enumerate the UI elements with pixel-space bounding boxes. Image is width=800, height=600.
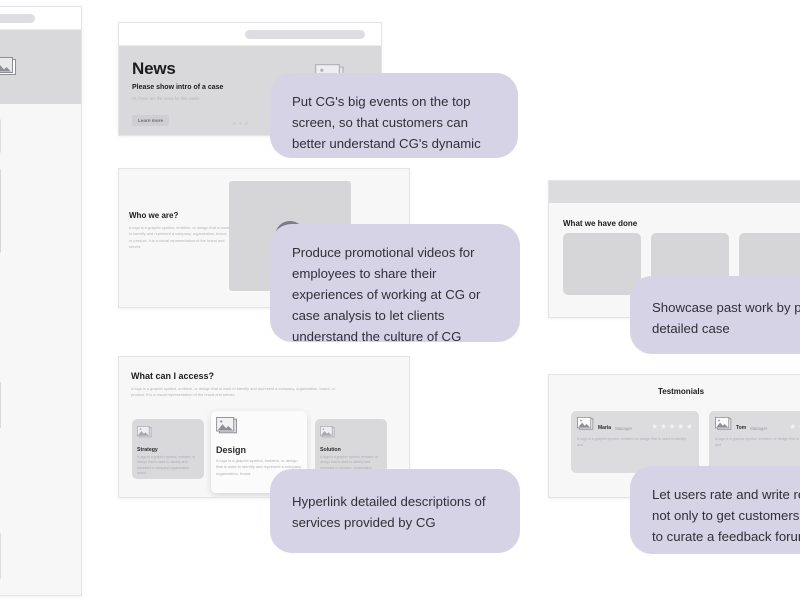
annotation-text: Hyperlink detailed descriptions of servi…: [292, 494, 486, 530]
left-blurb-block: …………… ne gutwhat, and …………… ws.CG builds…: [0, 116, 1, 156]
left-testimonial-card[interactable]: Tom Manager ★ ★ ★ ★ ★ A logo is a graphi…: [0, 530, 1, 582]
star-icon: ★: [659, 422, 667, 431]
address-bar-pill[interactable]: [0, 13, 36, 23]
service-card-body: A logo is a graphic symbol, emblem, or d…: [216, 458, 302, 476]
testimonial-role: Manager: [615, 426, 633, 431]
star-icon: ★: [685, 422, 693, 431]
star-icon: ★: [651, 422, 659, 431]
annotation-services-note[interactable]: Hyperlink detailed descriptions of servi…: [270, 469, 520, 553]
services-title: What can I access?: [131, 371, 215, 381]
star-icon: ★: [668, 422, 676, 431]
testimonial-header: Tom Manager ★ ★ ★ ★ ★: [715, 417, 800, 431]
star-icon: ★: [789, 422, 797, 431]
service-card-strategy[interactable]: Strategy A logo is a graphic symbol, emb…: [132, 419, 204, 479]
carousel-dot[interactable]: [239, 122, 242, 125]
star-rating[interactable]: ★ ★ ★ ★ ★: [789, 423, 800, 431]
address-bar-pill[interactable]: [245, 29, 365, 39]
carousel-dot[interactable]: [233, 122, 236, 125]
service-card-title: Solution: [320, 447, 341, 453]
news-body: Hi, these are the news for this week!: [132, 96, 200, 101]
news-subtitle: Please show intro of a case: [132, 84, 224, 91]
who-we-are-title: Who we are?: [129, 211, 179, 220]
image-placeholder-icon: [216, 417, 238, 435]
annotation-text: Showcase past work by providing detailed…: [652, 300, 800, 336]
testimonial-card[interactable]: Tom Manager ★ ★ ★ ★ ★ A logo is a graphi…: [709, 411, 800, 473]
star-icon: ★: [677, 422, 685, 431]
testimonial-role: Manager: [750, 426, 768, 431]
testimonial-header: Maria Manager ★ ★ ★ ★ ★: [577, 417, 693, 431]
news-screen[interactable]: News Please show intro of a case Hi, the…: [118, 22, 382, 136]
image-placeholder-icon: [137, 425, 152, 439]
carousel-dot[interactable]: [245, 122, 248, 125]
services-body: A logo is a graphic symbol, emblem, or d…: [131, 386, 336, 398]
star-icon: ★: [798, 423, 800, 431]
annotation-text: Let users rate and write reviews, not on…: [652, 487, 800, 544]
annotation-text: Put CG's big events on the top screen, s…: [292, 94, 481, 151]
avatar-image-icon: [577, 417, 594, 431]
image-placeholder-icon: [0, 57, 17, 77]
browser-chrome-bar: [119, 23, 381, 46]
service-card-title: Strategy: [137, 447, 158, 453]
browser-chrome-bar: [549, 181, 800, 203]
testimonial-name: Maria: [598, 425, 612, 431]
avatar-image-icon: [715, 417, 732, 431]
service-card-body: A logo is a graphic symbol, emblem, or d…: [137, 455, 196, 476]
left-video-block[interactable]: [0, 168, 1, 254]
left-wireframe-screen[interactable]: …………… ne gutwhat, and …………… ws.CG builds…: [0, 6, 82, 596]
who-we-are-body: A logo is a graphic symbol, emblem, or d…: [129, 225, 230, 249]
testimonial-body: A logo is a graphic symbol, emblem, or d…: [577, 437, 687, 448]
portfolio-tile[interactable]: [563, 233, 641, 295]
service-card-title: Design: [216, 445, 247, 455]
annotation-news-note[interactable]: Put CG's big events on the top screen, s…: [270, 73, 518, 158]
annotation-testimonial-note[interactable]: Let users rate and write reviews, not on…: [630, 466, 800, 554]
testimonial-body: A logo is a graphic symbol, emblem, or d…: [715, 437, 800, 448]
annotation-video-note[interactable]: Produce promotional videos for employees…: [270, 224, 520, 344]
portfolio-title: What we have done: [563, 219, 638, 228]
news-copy: News Please show intro of a case Hi, the…: [132, 59, 252, 127]
left-hero-band: [0, 30, 81, 104]
star-rating[interactable]: ★ ★ ★ ★ ★: [651, 423, 693, 431]
left-mobilize-band: OBILIZE.: [0, 382, 1, 428]
carousel-dots[interactable]: [233, 122, 248, 125]
browser-chrome-bar: [0, 7, 81, 30]
testimonial-card[interactable]: Maria Manager ★ ★ ★ ★ ★ A logo is a grap…: [571, 411, 699, 473]
news-title: News: [132, 59, 176, 78]
testimonials-title: Testmonials: [657, 387, 705, 396]
left-page-content: …………… ne gutwhat, and …………… ws.CG builds…: [0, 30, 81, 595]
testimonial-name: Tom: [736, 425, 747, 431]
annotation-portfolio-note[interactable]: Showcase past work by providing detailed…: [630, 276, 800, 354]
annotation-text: Produce promotional videos for employees…: [292, 245, 481, 344]
who-we-are-copy: Who we are? A logo is a graphic symbol, …: [129, 211, 231, 250]
image-placeholder-icon: [320, 425, 335, 439]
learn-more-button[interactable]: Learn more: [132, 114, 170, 126]
